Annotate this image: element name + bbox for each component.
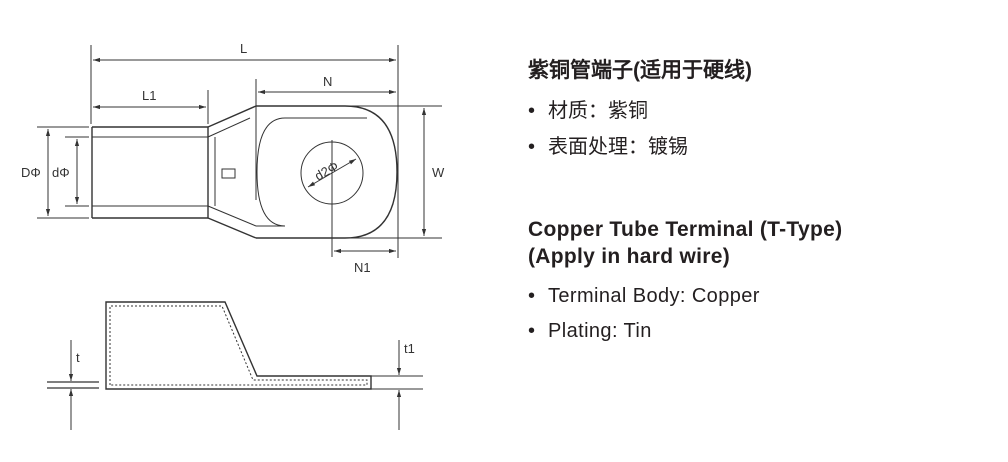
chinese-bullet-material: • 材质：紫铜 xyxy=(528,94,648,123)
label-d: dΦ xyxy=(52,165,70,180)
label-L: L xyxy=(240,41,247,56)
english-title-line1: Copper Tube Terminal (T-Type) xyxy=(528,218,843,241)
chinese-title: 紫铜管端子(适用于硬线) xyxy=(528,59,752,82)
label-t: t xyxy=(76,350,80,365)
marking-square xyxy=(221,168,236,179)
english-bullet-body: • Terminal Body: Copper xyxy=(528,285,760,308)
label-N: N xyxy=(323,74,332,89)
bullet: • xyxy=(528,320,536,342)
bullet-text: Terminal Body: Copper xyxy=(548,285,760,307)
label-N1: N1 xyxy=(354,260,371,275)
label-t1: t1 xyxy=(404,341,415,356)
dim-d2 xyxy=(307,158,357,188)
bullet: • xyxy=(528,100,536,122)
label-d2: d2Φ xyxy=(312,158,341,183)
bullet-text: Plating: Tin xyxy=(548,320,652,342)
chinese-bullet-surface: • 表面处理：镀锡 xyxy=(528,130,688,159)
label-L1: L1 xyxy=(142,88,156,103)
english-title-line2: (Apply in hard wire) xyxy=(528,245,731,268)
bullet-text: 表面处理：镀锡 xyxy=(548,136,688,158)
english-bullet-plating: • Plating: Tin xyxy=(528,320,652,343)
bullet: • xyxy=(528,136,536,158)
bullet-text: 材质：紫铜 xyxy=(548,100,648,122)
bullet: • xyxy=(528,285,536,307)
label-W: W xyxy=(432,165,445,180)
label-D: DΦ xyxy=(21,165,41,180)
